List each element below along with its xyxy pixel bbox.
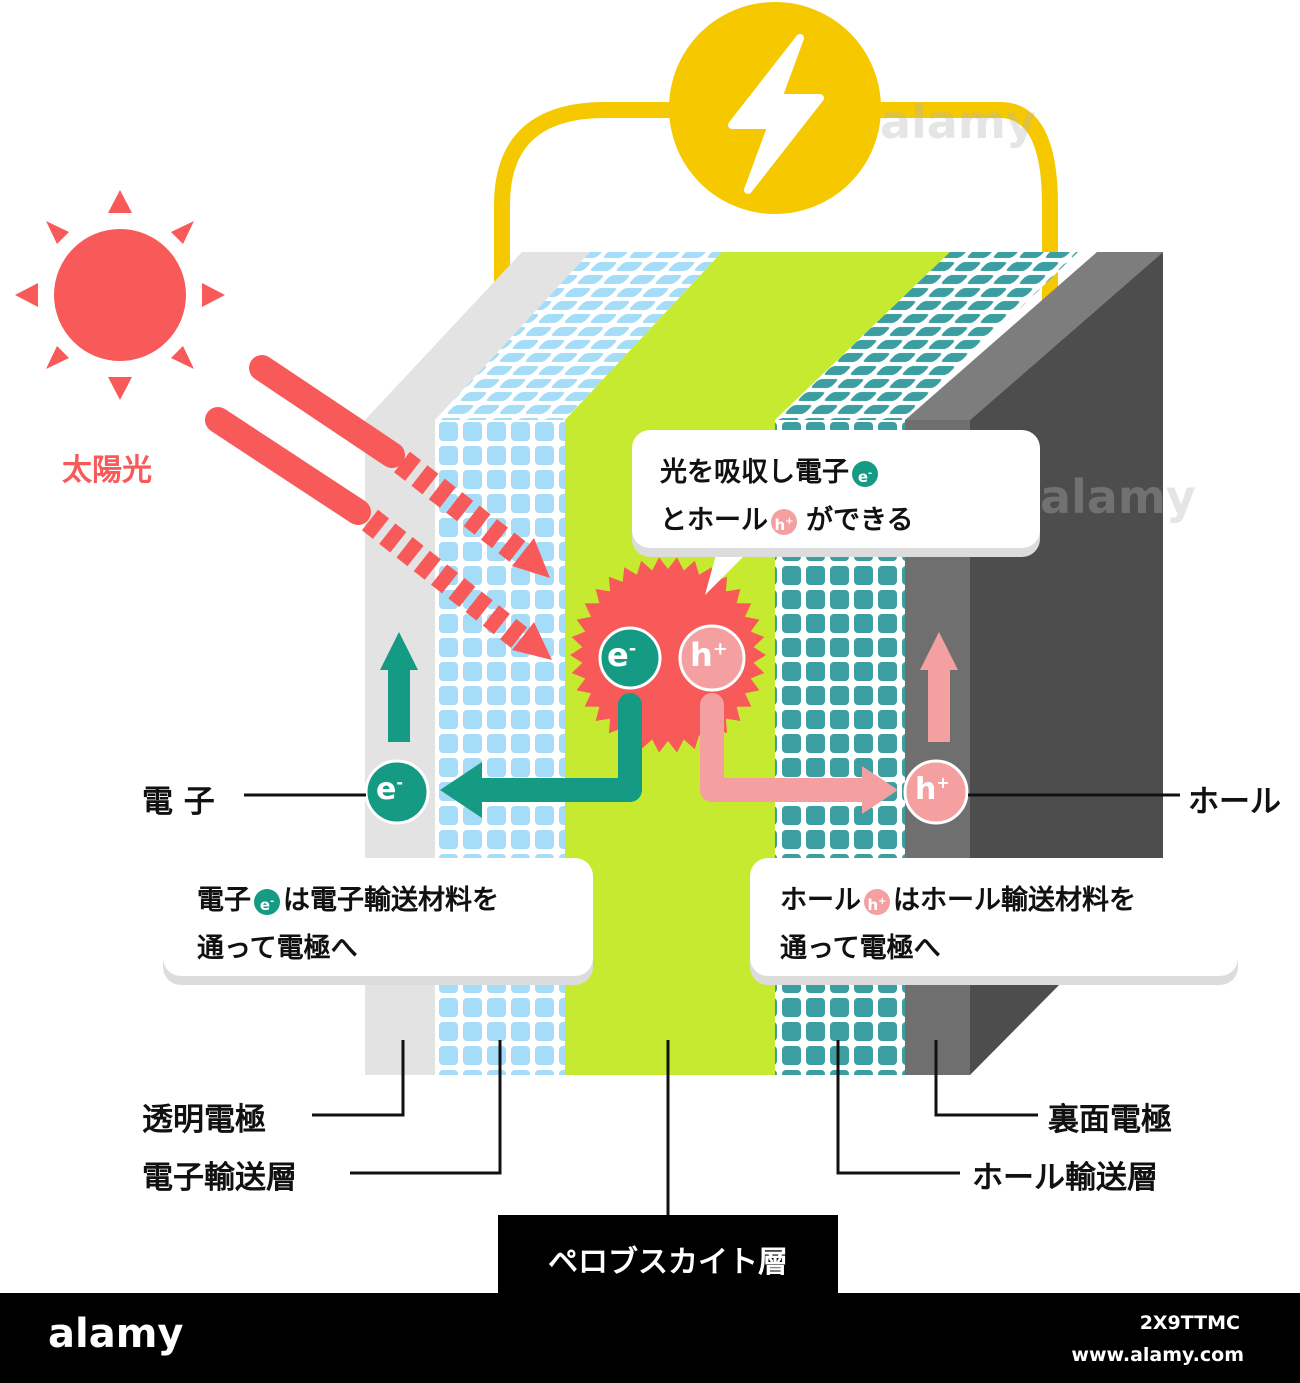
electron-badge: e- <box>254 888 280 915</box>
electron-particle-label: e- <box>607 636 637 674</box>
sunlight-rays <box>205 355 552 660</box>
layer-top-faces <box>365 252 1163 420</box>
electron-bubble-line2: 通って電極へ <box>197 933 358 964</box>
lightning-bolt-icon <box>728 34 824 194</box>
electron-side-text: 電 子 <box>142 784 215 820</box>
generation-bubble-tail <box>705 540 760 595</box>
hole-side-circle <box>903 759 969 825</box>
sun-icon <box>15 190 225 400</box>
electron-side-circle <box>364 759 430 825</box>
electron-transport-top <box>435 252 722 420</box>
power-source <box>669 2 881 214</box>
hole-transport-leader <box>836 1040 960 1175</box>
sunlight-label: 太陽光 <box>62 453 152 488</box>
hole-particle-label: h+ <box>690 636 728 674</box>
stock-logo: alamy <box>48 1311 184 1357</box>
ray-2-arrowhead <box>512 622 552 660</box>
electron-particle-circle <box>598 626 662 690</box>
hole-particle-circle <box>678 624 746 692</box>
watermark: alamy <box>1040 470 1196 524</box>
ray-2-solid <box>205 407 371 525</box>
leader-lines <box>244 793 1180 1215</box>
perovskite-top <box>565 252 950 420</box>
back-electrode-label: 裏面電極 <box>1048 1102 1172 1138</box>
stock-url: www.alamy.com <box>1071 1344 1244 1366</box>
hole-badge: h+ <box>864 888 890 915</box>
hole-side-label: h+ <box>915 772 950 807</box>
electron-up-arrow <box>380 632 418 742</box>
hole-transport-label: ホール輸送層 <box>972 1160 1158 1196</box>
ray-2-dashed <box>361 509 531 651</box>
wire <box>494 102 1058 338</box>
electron-transport-label: 電子輸送層 <box>142 1160 297 1196</box>
electron-side-label: e- <box>376 772 403 807</box>
hole-badge: h+ <box>771 508 797 535</box>
hole-bubble-line2: 通って電極へ <box>780 933 941 964</box>
back-electrode-leader <box>934 1040 1038 1117</box>
hole-side-text: ホール <box>1188 784 1281 820</box>
perovskite-label: ペロブスカイト層 <box>548 1245 788 1280</box>
transparent-electrode-leader <box>312 1040 405 1117</box>
transparent-electrode-label: 透明電極 <box>142 1102 266 1138</box>
ray-1-dashed <box>394 451 530 566</box>
perovskite-label-box: ペロブスカイト層 <box>498 1215 838 1293</box>
electron-badge: e- <box>852 460 878 487</box>
ray-1-arrowhead <box>512 538 550 578</box>
watermark: alamy <box>880 95 1036 149</box>
back-electrode-top <box>905 252 1163 420</box>
transparent-electrode-top <box>365 252 590 420</box>
ray-1-solid <box>249 355 405 468</box>
electron-transport-leader <box>350 1040 502 1175</box>
stock-image-id: 2X9TTMC <box>1139 1312 1240 1334</box>
hole-up-arrow <box>920 632 958 742</box>
hole-transport-top <box>775 252 1078 420</box>
stock-footer <box>0 1293 1300 1383</box>
electron-path-arrow <box>440 693 642 818</box>
hole-path-arrow <box>700 693 898 814</box>
